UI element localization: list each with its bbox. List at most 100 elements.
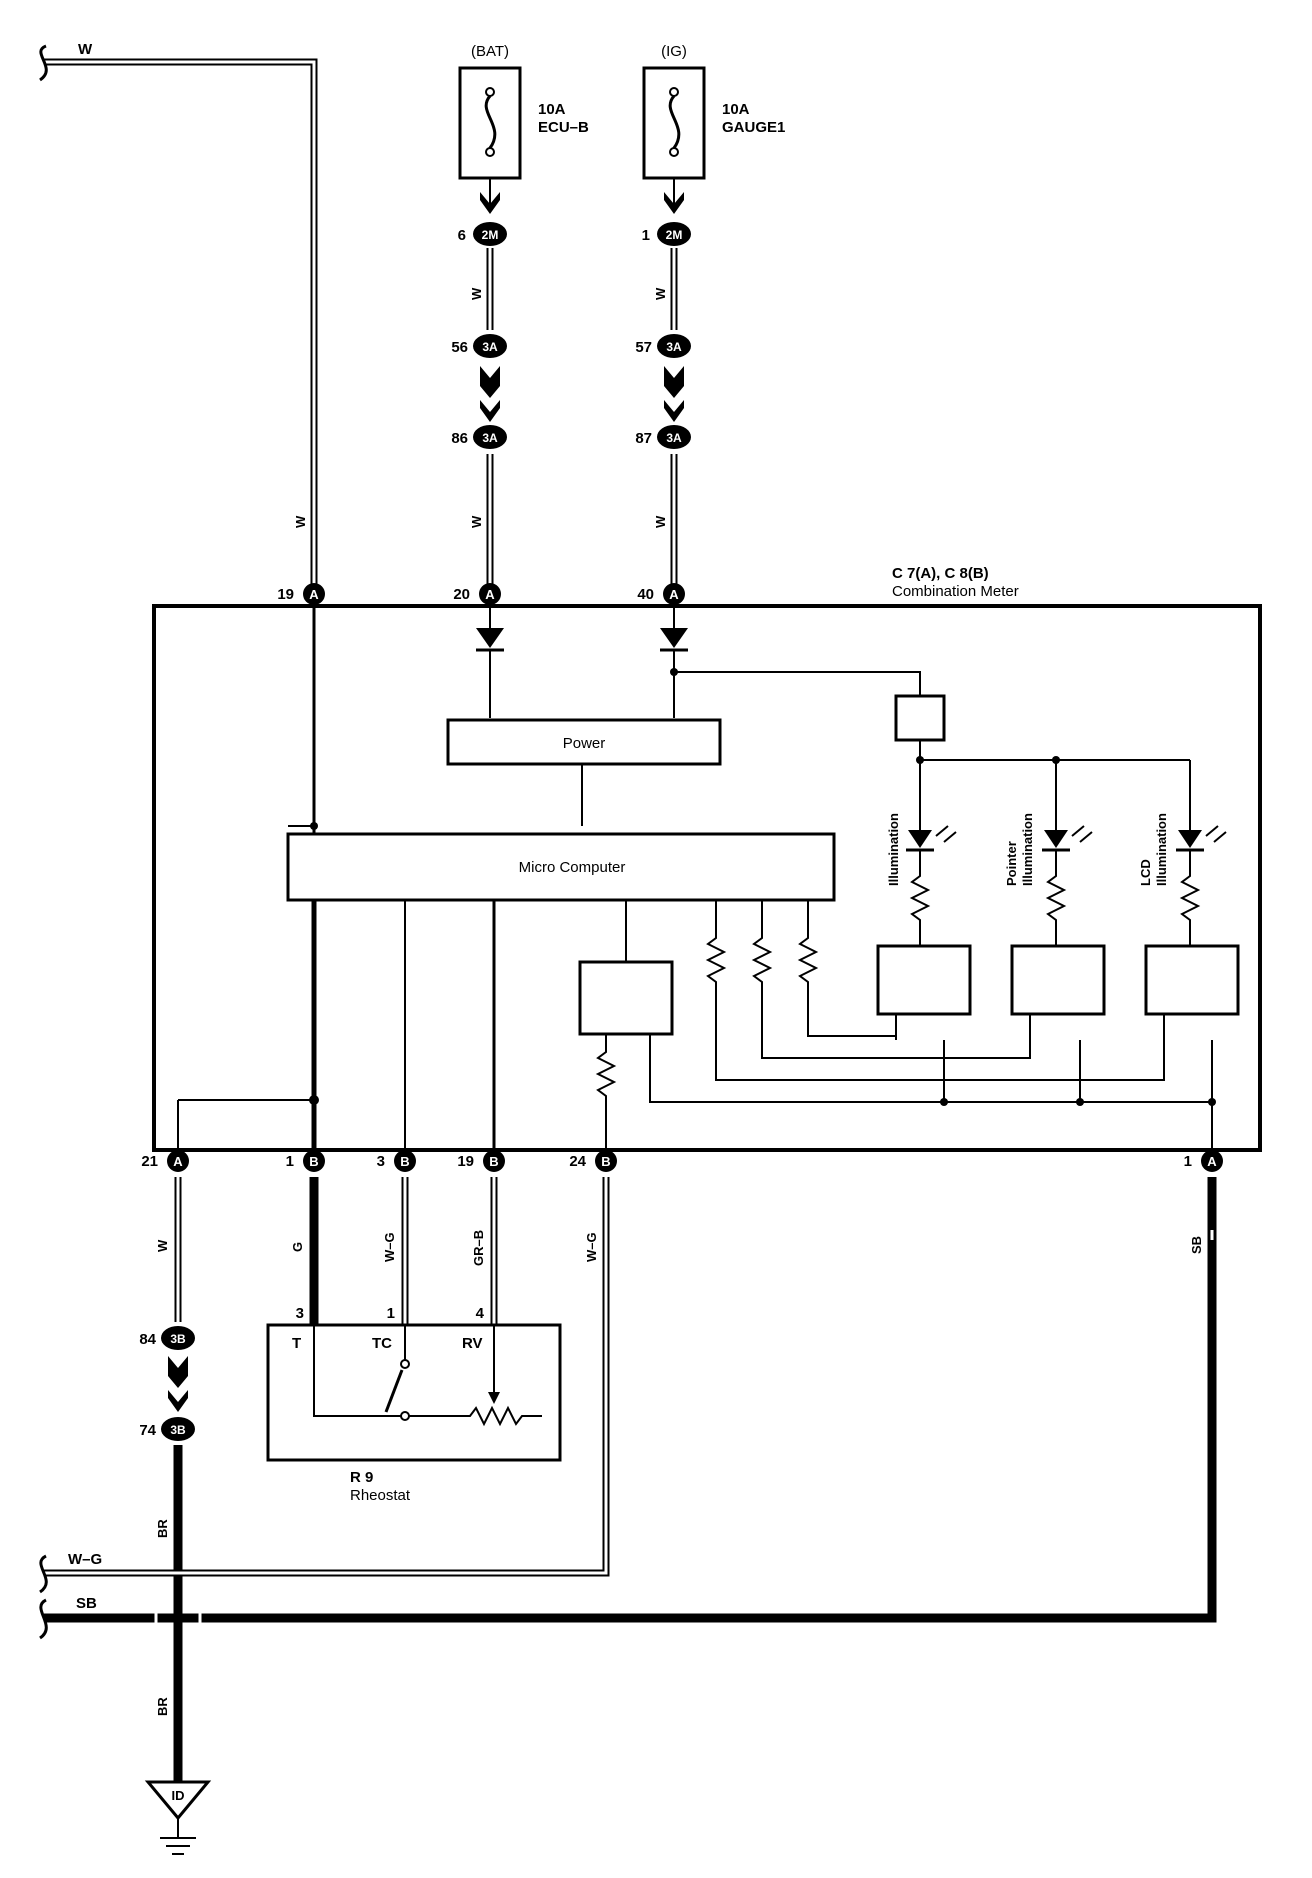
wire-color-bat-upper: W bbox=[469, 287, 484, 300]
connector-arrow-icon bbox=[664, 192, 684, 214]
fuse-ecu-b-name: ECU–B bbox=[538, 119, 589, 136]
meter-pin-20a: A bbox=[479, 583, 501, 605]
connector-arrow-icon bbox=[480, 192, 500, 214]
meter-pin-40a-num: 40 bbox=[637, 586, 654, 603]
meter-pin-24b-num: 24 bbox=[569, 1153, 586, 1170]
svg-text:Power: Power bbox=[563, 735, 606, 752]
meter-pin-3b: B bbox=[394, 1150, 416, 1172]
ground-id: ID bbox=[144, 1780, 212, 1855]
meter-pin-21a-num: 21 bbox=[141, 1153, 158, 1170]
wire-wg-pin24b bbox=[44, 1177, 610, 1577]
svg-text:B: B bbox=[309, 1154, 318, 1169]
source-bat-label: (BAT) bbox=[471, 43, 509, 60]
lcd-illum-label-1: LCD bbox=[1138, 859, 1153, 886]
meter-pin-19a: A bbox=[303, 583, 325, 605]
connector-mate-icon bbox=[168, 1356, 188, 1388]
connector-mate-icon bbox=[664, 366, 684, 398]
rheostat-terminal-rv: RV bbox=[462, 1335, 483, 1352]
meter-internal-wiring bbox=[177, 606, 1216, 1150]
connector-3a-ig-lower-pin: 87 bbox=[635, 430, 652, 447]
svg-text:B: B bbox=[601, 1154, 610, 1169]
wire-color-pin24b: W–G bbox=[584, 1232, 599, 1262]
svg-text:3A: 3A bbox=[482, 340, 498, 354]
wire-color-br-lower: BR bbox=[155, 1697, 170, 1716]
wire-color-pin1a: SB bbox=[1189, 1236, 1204, 1254]
svg-text:Micro Computer: Micro Computer bbox=[519, 859, 626, 876]
svg-text:2M: 2M bbox=[666, 228, 683, 242]
svg-text:3B: 3B bbox=[170, 1423, 186, 1437]
meter-pin-19b: B bbox=[483, 1150, 505, 1172]
fuse-gauge1 bbox=[642, 66, 706, 180]
fuse-ecu-b bbox=[458, 66, 522, 180]
connector-3a-bat-lower-pin: 86 bbox=[451, 430, 468, 447]
meter-pin-3b-num: 3 bbox=[377, 1153, 385, 1170]
micro-computer-block: Micro Computer bbox=[286, 832, 836, 902]
wire-color-bottom-wg: W–G bbox=[68, 1551, 102, 1568]
wire-color-br-upper: BR bbox=[155, 1519, 170, 1538]
connector-2m-ig: 2M bbox=[657, 222, 691, 246]
connector-3a-bat-lower: 3A bbox=[473, 425, 507, 449]
wire-break-w-top bbox=[39, 44, 48, 82]
pointer-illumination-led bbox=[1010, 760, 1106, 1016]
lcd-illum-label-2: Illumination bbox=[1154, 813, 1169, 886]
wire-color-pin3b: W–G bbox=[382, 1232, 397, 1262]
meter-pin-19a-num: 19 bbox=[277, 586, 294, 603]
connector-3a-ig-upper: 3A bbox=[657, 334, 691, 358]
connector-3b-upper-pin: 84 bbox=[139, 1331, 156, 1348]
meter-pin-21a: A bbox=[167, 1150, 189, 1172]
svg-text:3A: 3A bbox=[482, 431, 498, 445]
meter-pin-1b-num: 1 bbox=[286, 1153, 294, 1170]
driver-leads bbox=[895, 1014, 1165, 1080]
wire-color-pin19b: GR–B bbox=[471, 1230, 486, 1266]
connector-3a-bat-upper: 3A bbox=[473, 334, 507, 358]
wire-color-bat-lower: W bbox=[469, 515, 484, 528]
svg-text:A: A bbox=[309, 587, 319, 602]
rheostat-terminal-t: T bbox=[292, 1335, 301, 1352]
rheostat-terminal-tc: TC bbox=[372, 1335, 392, 1352]
rheostat-pin-3: 3 bbox=[296, 1305, 304, 1322]
wire-color-left-vertical: W bbox=[293, 515, 308, 528]
meter-pin-40a: A bbox=[663, 583, 685, 605]
lcd-illumination-led bbox=[1144, 760, 1240, 1016]
svg-text:3B: 3B bbox=[170, 1332, 186, 1346]
wire-color-pin21: W bbox=[155, 1239, 170, 1252]
connector-arrow-icon bbox=[480, 400, 500, 422]
svg-text:A: A bbox=[485, 587, 495, 602]
meter-pin-24b: B bbox=[595, 1150, 617, 1172]
source-ig-label: (IG) bbox=[661, 43, 687, 60]
connector-3a-bat-upper-pin: 56 bbox=[451, 339, 468, 356]
power-block: Power bbox=[446, 718, 722, 766]
meter-pin-1a: A bbox=[1201, 1150, 1223, 1172]
wire-sb-pin1a bbox=[44, 1177, 1217, 1623]
connector-2m-bat: 2M bbox=[473, 222, 507, 246]
combination-meter-frame bbox=[152, 604, 1262, 1152]
meter-pin-19b-num: 19 bbox=[457, 1153, 474, 1170]
wire-break-sb-bottom bbox=[39, 1598, 48, 1640]
wire-color-top-left: W bbox=[78, 41, 93, 58]
wire-break-wg-bottom bbox=[39, 1554, 48, 1594]
meter-pin-1a-num: 1 bbox=[1184, 1153, 1192, 1170]
illumination-led bbox=[876, 760, 972, 1016]
wire-color-pin1b: G bbox=[290, 1242, 305, 1252]
wire-color-bottom-sb: SB bbox=[76, 1595, 97, 1612]
meter-ref: C 7(A), C 8(B) bbox=[892, 565, 989, 582]
connector-3a-ig-lower: 3A bbox=[657, 425, 691, 449]
illum-label: Illumination bbox=[886, 813, 901, 886]
rheostat-name: Rheostat bbox=[350, 1487, 411, 1504]
pointer-illum-label-1: Pointer bbox=[1004, 841, 1019, 886]
connector-2m-bat-pin: 6 bbox=[458, 227, 466, 244]
rheostat-pin-1: 1 bbox=[387, 1305, 395, 1322]
wire-color-ig-upper: W bbox=[653, 287, 668, 300]
fuse-gauge1-name: GAUGE1 bbox=[722, 119, 785, 136]
connector-3b-lower: 3B bbox=[161, 1417, 195, 1441]
connector-2m-ig-pin: 1 bbox=[642, 227, 650, 244]
meter-pin-20a-num: 20 bbox=[453, 586, 470, 603]
svg-text:A: A bbox=[669, 587, 679, 602]
svg-text:B: B bbox=[400, 1154, 409, 1169]
fuse-ecu-b-amps: 10A bbox=[538, 101, 566, 118]
wire-color-ig-lower: W bbox=[653, 515, 668, 528]
svg-text:ID: ID bbox=[172, 1788, 185, 1803]
svg-text:B: B bbox=[489, 1154, 498, 1169]
meter-pin-1b: B bbox=[303, 1150, 325, 1172]
